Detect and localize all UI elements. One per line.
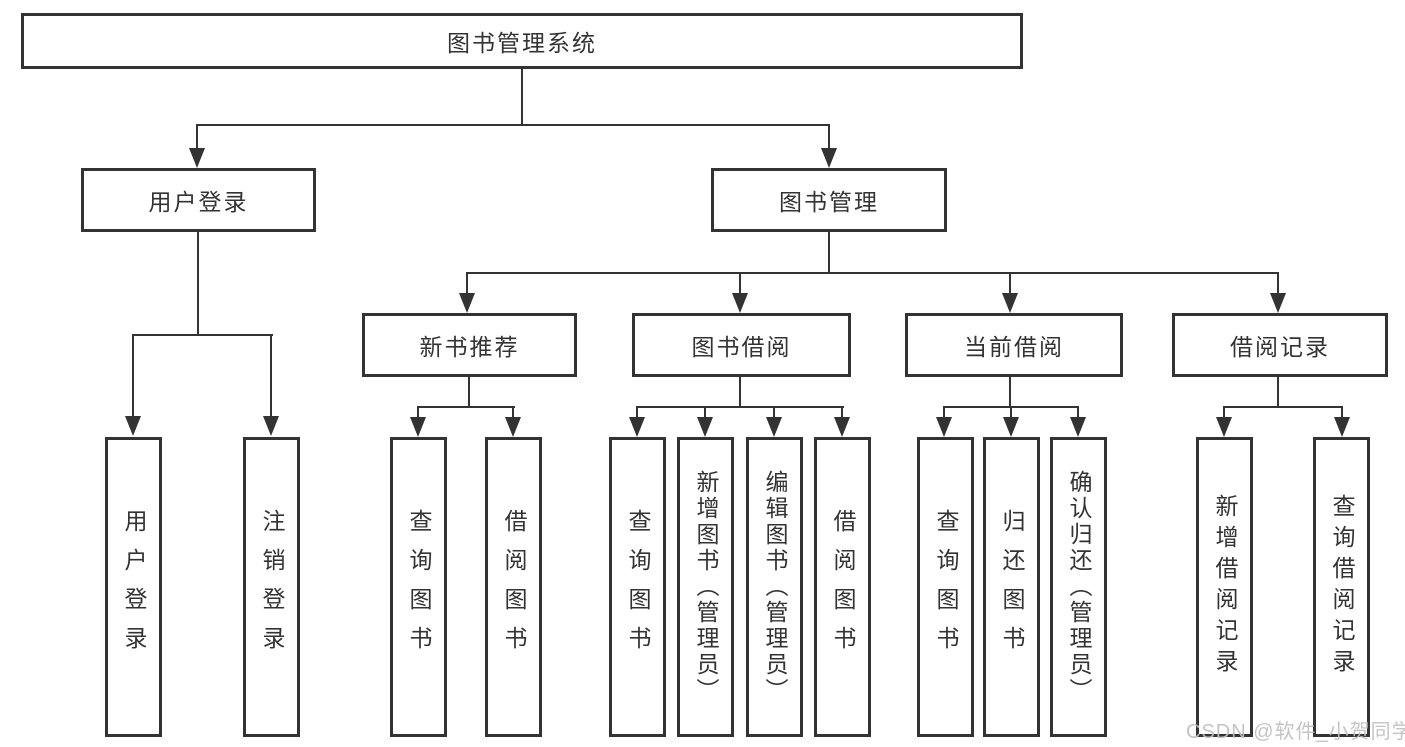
arrowhead: [1003, 417, 1019, 437]
connector-line: [1009, 377, 1011, 408]
leaf-edit-books-admin: 编辑图书（管理员）: [746, 437, 803, 737]
leaf-add-books-admin: 新增图书（管理员）: [677, 437, 734, 737]
connector-line: [197, 232, 199, 336]
leaf-logout: 注销登录: [243, 437, 300, 737]
arrowhead: [125, 416, 141, 436]
arrowhead: [1270, 293, 1286, 313]
connector-line: [1077, 406, 1079, 419]
arrowhead: [821, 148, 837, 168]
leaf-label: 查询图书: [406, 509, 432, 665]
leaf-user-login: 用户登录: [105, 437, 162, 737]
leaf-confirm-return-admin: 确认归还（管理员）: [1050, 437, 1107, 737]
leaf-label: 新增借阅记录: [1212, 494, 1238, 680]
connector-line: [521, 69, 523, 125]
node-new-book-recommend: 新书推荐: [362, 313, 577, 377]
leaf-label: 注销登录: [259, 509, 285, 665]
arrowhead: [459, 293, 475, 313]
connector-line: [704, 406, 706, 419]
connector-line: [196, 124, 198, 150]
connector-line: [512, 406, 514, 419]
connector-line: [1277, 377, 1279, 408]
arrowhead: [629, 417, 645, 437]
arrowhead: [1002, 293, 1018, 313]
leaf-query-books-2: 查询图书: [609, 437, 666, 737]
leaf-label: 确认归还（管理员）: [1066, 470, 1092, 704]
node-user-login: 用户登录: [81, 168, 316, 232]
arrowhead: [410, 417, 426, 437]
leaf-label: 查询图书: [625, 509, 651, 665]
connector-line: [828, 232, 830, 274]
leaf-label: 查询图书: [933, 509, 959, 665]
connector-line: [773, 406, 775, 419]
arrowhead: [1070, 417, 1086, 437]
node-root: 图书管理系统: [21, 13, 1023, 69]
leaf-label: 借阅图书: [830, 509, 856, 665]
watermark-text: CSDN @软件_小贺同学: [1186, 721, 1405, 743]
leaf-label: 归还图书: [999, 509, 1025, 665]
connector-line: [417, 406, 515, 408]
arrowhead: [263, 416, 279, 436]
leaf-return-books: 归还图书: [983, 437, 1040, 737]
connector-line: [1009, 272, 1011, 295]
connector-line: [739, 272, 741, 295]
connector-line: [841, 406, 843, 419]
arrowhead: [1334, 417, 1350, 437]
leaf-label: 用户登录: [121, 509, 147, 665]
leaf-label: 新增图书（管理员）: [693, 470, 719, 704]
node-book-management: 图书管理: [711, 168, 947, 232]
connector-line: [739, 377, 741, 408]
connector-line: [1277, 272, 1279, 295]
leaf-label: 借阅图书: [501, 509, 527, 665]
connector-line: [1223, 406, 1225, 419]
connector-line: [636, 406, 844, 408]
arrowhead: [1216, 417, 1232, 437]
connector-line: [196, 124, 830, 126]
leaf-query-books-3: 查询图书: [917, 437, 974, 737]
node-borrow-records: 借阅记录: [1172, 313, 1388, 377]
arrowhead: [505, 417, 521, 437]
connector-line: [1341, 406, 1343, 419]
arrowhead: [834, 417, 850, 437]
node-current-borrow: 当前借阅: [905, 313, 1123, 377]
connector-line: [636, 406, 638, 419]
connector-line: [828, 124, 830, 150]
leaf-label: 查询借阅记录: [1329, 494, 1355, 680]
leaf-borrow-books-1: 借阅图书: [485, 437, 542, 737]
connector-line: [466, 272, 1279, 274]
connector-line: [1223, 406, 1343, 408]
connector-line: [417, 406, 419, 419]
node-book-borrow: 图书借阅: [632, 313, 851, 377]
arrowhead: [766, 417, 782, 437]
leaf-query-books-1: 查询图书: [390, 437, 447, 737]
arrowhead: [936, 417, 952, 437]
leaf-label: 编辑图书（管理员）: [762, 470, 788, 704]
leaf-query-borrow-record: 查询借阅记录: [1313, 437, 1370, 737]
connector-line: [132, 334, 134, 418]
leaf-borrow-books-2: 借阅图书: [814, 437, 871, 737]
arrowhead: [189, 148, 205, 168]
arrowhead: [732, 293, 748, 313]
arrowhead: [697, 417, 713, 437]
connector-line: [468, 377, 470, 408]
connector-line: [466, 272, 468, 295]
connector-line: [270, 334, 272, 418]
connector-line: [132, 334, 273, 336]
leaf-add-borrow-record: 新增借阅记录: [1196, 437, 1253, 737]
connector-line: [943, 406, 945, 419]
connector-line: [1010, 406, 1012, 419]
